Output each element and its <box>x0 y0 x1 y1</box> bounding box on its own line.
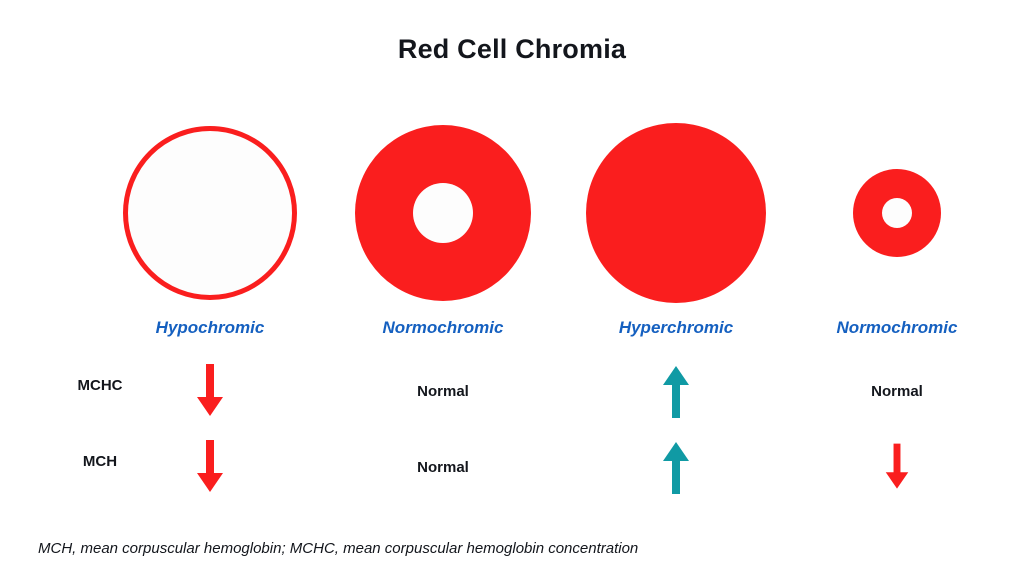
arrow-down-icon <box>197 440 223 492</box>
figure-footnote: MCH, mean corpuscular hemoglobin; MCHC, … <box>38 540 639 557</box>
column-hyperchromic: Hyperchromic <box>576 118 776 538</box>
value-hyperchromic-mchc <box>576 356 776 426</box>
red-cell-hypochromic-icon <box>123 126 297 300</box>
cell-slot-hypochromic <box>110 118 310 308</box>
value-hyperchromic-mch <box>576 432 776 502</box>
chromia-label-hypochromic: Hypochromic <box>155 318 265 337</box>
chromia-label-normochromic: Normochromic <box>382 318 504 337</box>
value-hypochromic-mch <box>110 432 310 502</box>
central-pallor <box>413 183 473 243</box>
row-header-mchc: MCHC <box>77 377 123 394</box>
figure-title: Red Cell Chromia <box>397 34 627 64</box>
arrow-up-icon <box>663 366 689 418</box>
arrow-up-icon <box>663 442 689 494</box>
column-normochromic-microcytic: Normochromic Normal <box>797 118 997 538</box>
red-cell-microcytic-icon <box>853 169 941 257</box>
arrow-down-icon <box>197 364 223 416</box>
arrow-down-icon <box>885 443 909 489</box>
column-hypochromic: Hypochromic <box>110 118 310 538</box>
value-text: Normal <box>417 458 469 476</box>
value-microcytic-mchc: Normal <box>797 356 997 426</box>
value-microcytic-mch <box>797 432 997 502</box>
red-cell-hyperchromic-icon <box>586 123 766 303</box>
value-text: Normal <box>417 382 469 400</box>
value-text: Normal <box>871 382 923 400</box>
chromia-label-hyperchromic: Hyperchromic <box>618 318 734 337</box>
chromia-label-normochromic-microcytic: Normochromic <box>836 318 958 337</box>
red-cell-normochromic-icon <box>355 125 531 301</box>
cell-slot-normochromic-microcytic <box>797 118 997 308</box>
value-hypochromic-mchc <box>110 356 310 426</box>
cell-slot-normochromic <box>343 118 543 308</box>
value-normochromic-mchc: Normal <box>343 356 543 426</box>
central-pallor <box>882 198 912 228</box>
value-normochromic-mch: Normal <box>343 432 543 502</box>
cell-slot-hyperchromic <box>576 118 776 308</box>
column-normochromic-normal: Normochromic Normal Normal <box>343 118 543 538</box>
row-header-mch: MCH <box>82 453 118 470</box>
